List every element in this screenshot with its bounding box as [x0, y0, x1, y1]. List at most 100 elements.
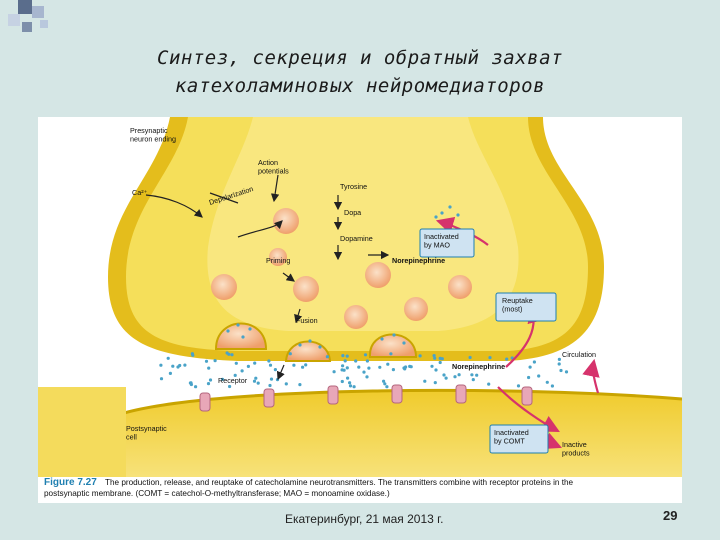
vesicle — [448, 275, 472, 299]
neurotransmitter-dot — [346, 366, 349, 369]
neurotransmitter-dot — [558, 362, 561, 365]
receptor — [392, 385, 402, 403]
neurotransmitter-dot — [341, 354, 344, 357]
vesicle — [344, 305, 368, 329]
neurotransmitter-dot — [226, 329, 229, 332]
neurotransmitter-dot — [159, 364, 162, 367]
neurotransmitter-dot — [209, 378, 212, 381]
neurotransmitter-dot — [565, 370, 568, 373]
neurotransmitter-dot — [442, 373, 445, 376]
vesicle — [211, 274, 237, 300]
neurotransmitter-dot — [434, 215, 437, 218]
neurotransmitter-dot — [389, 352, 392, 355]
neurotransmitter-dot — [551, 384, 554, 387]
vesicle — [293, 276, 319, 302]
label-receptor: Receptor — [218, 376, 248, 385]
figure-left-panel — [38, 387, 126, 477]
neurotransmitter-dot — [167, 357, 170, 360]
neurotransmitter-dot — [470, 373, 473, 376]
neurotransmitter-dot — [214, 359, 217, 362]
neurotransmitter-dot — [235, 362, 238, 365]
neurotransmitter-dot — [469, 356, 472, 359]
neurotransmitter-dot — [403, 367, 406, 370]
neurotransmitter-dot — [386, 363, 389, 366]
neurotransmitter-dot — [285, 382, 288, 385]
neurotransmitter-dot — [236, 323, 239, 326]
slide-footer: Екатеринбург, 21 мая 2013 г. — [285, 512, 443, 526]
neurotransmitter-dot — [441, 357, 444, 360]
neurotransmitter-dot — [354, 359, 357, 362]
slide-title-line-2: катехоламиновых нейромедиаторов — [0, 75, 720, 97]
neurotransmitter-dot — [207, 367, 210, 370]
corner-decoration — [0, 0, 60, 44]
neurotransmitter-dot — [241, 369, 244, 372]
neurotransmitter-dot — [445, 377, 448, 380]
neurotransmitter-dot — [292, 364, 295, 367]
neurotransmitter-dot — [274, 368, 277, 371]
neurotransmitter-dot — [365, 375, 368, 378]
neurotransmitter-dot — [228, 385, 231, 388]
neurotransmitter-dot — [527, 376, 530, 379]
neurotransmitter-dot — [475, 374, 478, 377]
neurotransmitter-dot — [289, 352, 292, 355]
neurotransmitter-dot — [318, 345, 321, 348]
neurotransmitter-dot — [402, 341, 405, 344]
neurotransmitter-dot — [546, 381, 549, 384]
caption-line-1: The production, release, and reuptake of… — [105, 478, 573, 487]
label-ca: Ca²⁺ — [132, 188, 148, 197]
neurotransmitter-dot — [383, 382, 386, 385]
neurotransmitter-dot — [178, 364, 181, 367]
neurotransmitter-dot — [333, 370, 336, 373]
neurotransmitter-dot — [191, 354, 194, 357]
figure-caption: Figure 7.27 The production, release, and… — [44, 477, 680, 499]
receptor — [522, 387, 532, 405]
neurotransmitter-dot — [253, 380, 256, 383]
neurotransmitter-dot — [559, 369, 562, 372]
neurotransmitter-dot — [408, 365, 411, 368]
neurotransmitter-dot — [366, 359, 369, 362]
neurotransmitter-dot — [439, 361, 442, 364]
neurotransmitter-dot — [348, 381, 351, 384]
neurotransmitter-dot — [301, 366, 304, 369]
neurotransmitter-dot — [247, 365, 250, 368]
neurotransmitter-dot — [517, 384, 520, 387]
neurotransmitter-dot — [341, 368, 344, 371]
label-tyrosine: Tyrosine — [340, 182, 367, 191]
neurotransmitter-dot — [385, 385, 388, 388]
neurotransmitter-dot — [433, 357, 436, 360]
label-norepinephrine-cleft: Norepinephrine — [452, 362, 505, 371]
neurotransmitter-dot — [183, 364, 186, 367]
neurotransmitter-dot — [434, 368, 437, 371]
neurotransmitter-dot — [537, 374, 540, 377]
slide-title-line-1: Синтез, секреция и обратный захват — [0, 47, 720, 69]
neurotransmitter-dot — [169, 372, 172, 375]
neurotransmitter-dot — [298, 343, 301, 346]
label-dopamine: Dopamine — [340, 234, 373, 243]
label-circulation: Circulation — [562, 350, 596, 359]
neurotransmitter-dot — [362, 371, 365, 374]
receptor — [200, 393, 210, 411]
page-number: 29 — [663, 508, 677, 523]
neurotransmitter-dot — [448, 205, 451, 208]
neurotransmitter-dot — [189, 381, 192, 384]
neurotransmitter-dot — [304, 363, 307, 366]
neurotransmitter-dot — [248, 327, 251, 330]
neurotransmitter-dot — [253, 362, 256, 365]
neurotransmitter-dot — [434, 381, 437, 384]
neurotransmitter-dot — [419, 354, 422, 357]
neurotransmitter-dot — [458, 373, 461, 376]
neurotransmitter-dot — [257, 382, 260, 385]
neurotransmitter-dot — [298, 383, 301, 386]
neurotransmitter-dot — [267, 359, 270, 362]
neurotransmitter-dot — [346, 355, 349, 358]
neurotransmitter-dot — [346, 377, 349, 380]
neurotransmitter-dot — [367, 367, 370, 370]
neurotransmitter-dot — [456, 213, 459, 216]
neurotransmitter-dot — [364, 353, 367, 356]
vesicle — [365, 262, 391, 288]
neurotransmitter-dot — [308, 339, 311, 342]
neurotransmitter-dot — [558, 358, 561, 361]
neurotransmitter-dot — [472, 378, 475, 381]
figure-number: Figure 7.27 — [44, 477, 97, 488]
neurotransmitter-dot — [171, 365, 174, 368]
